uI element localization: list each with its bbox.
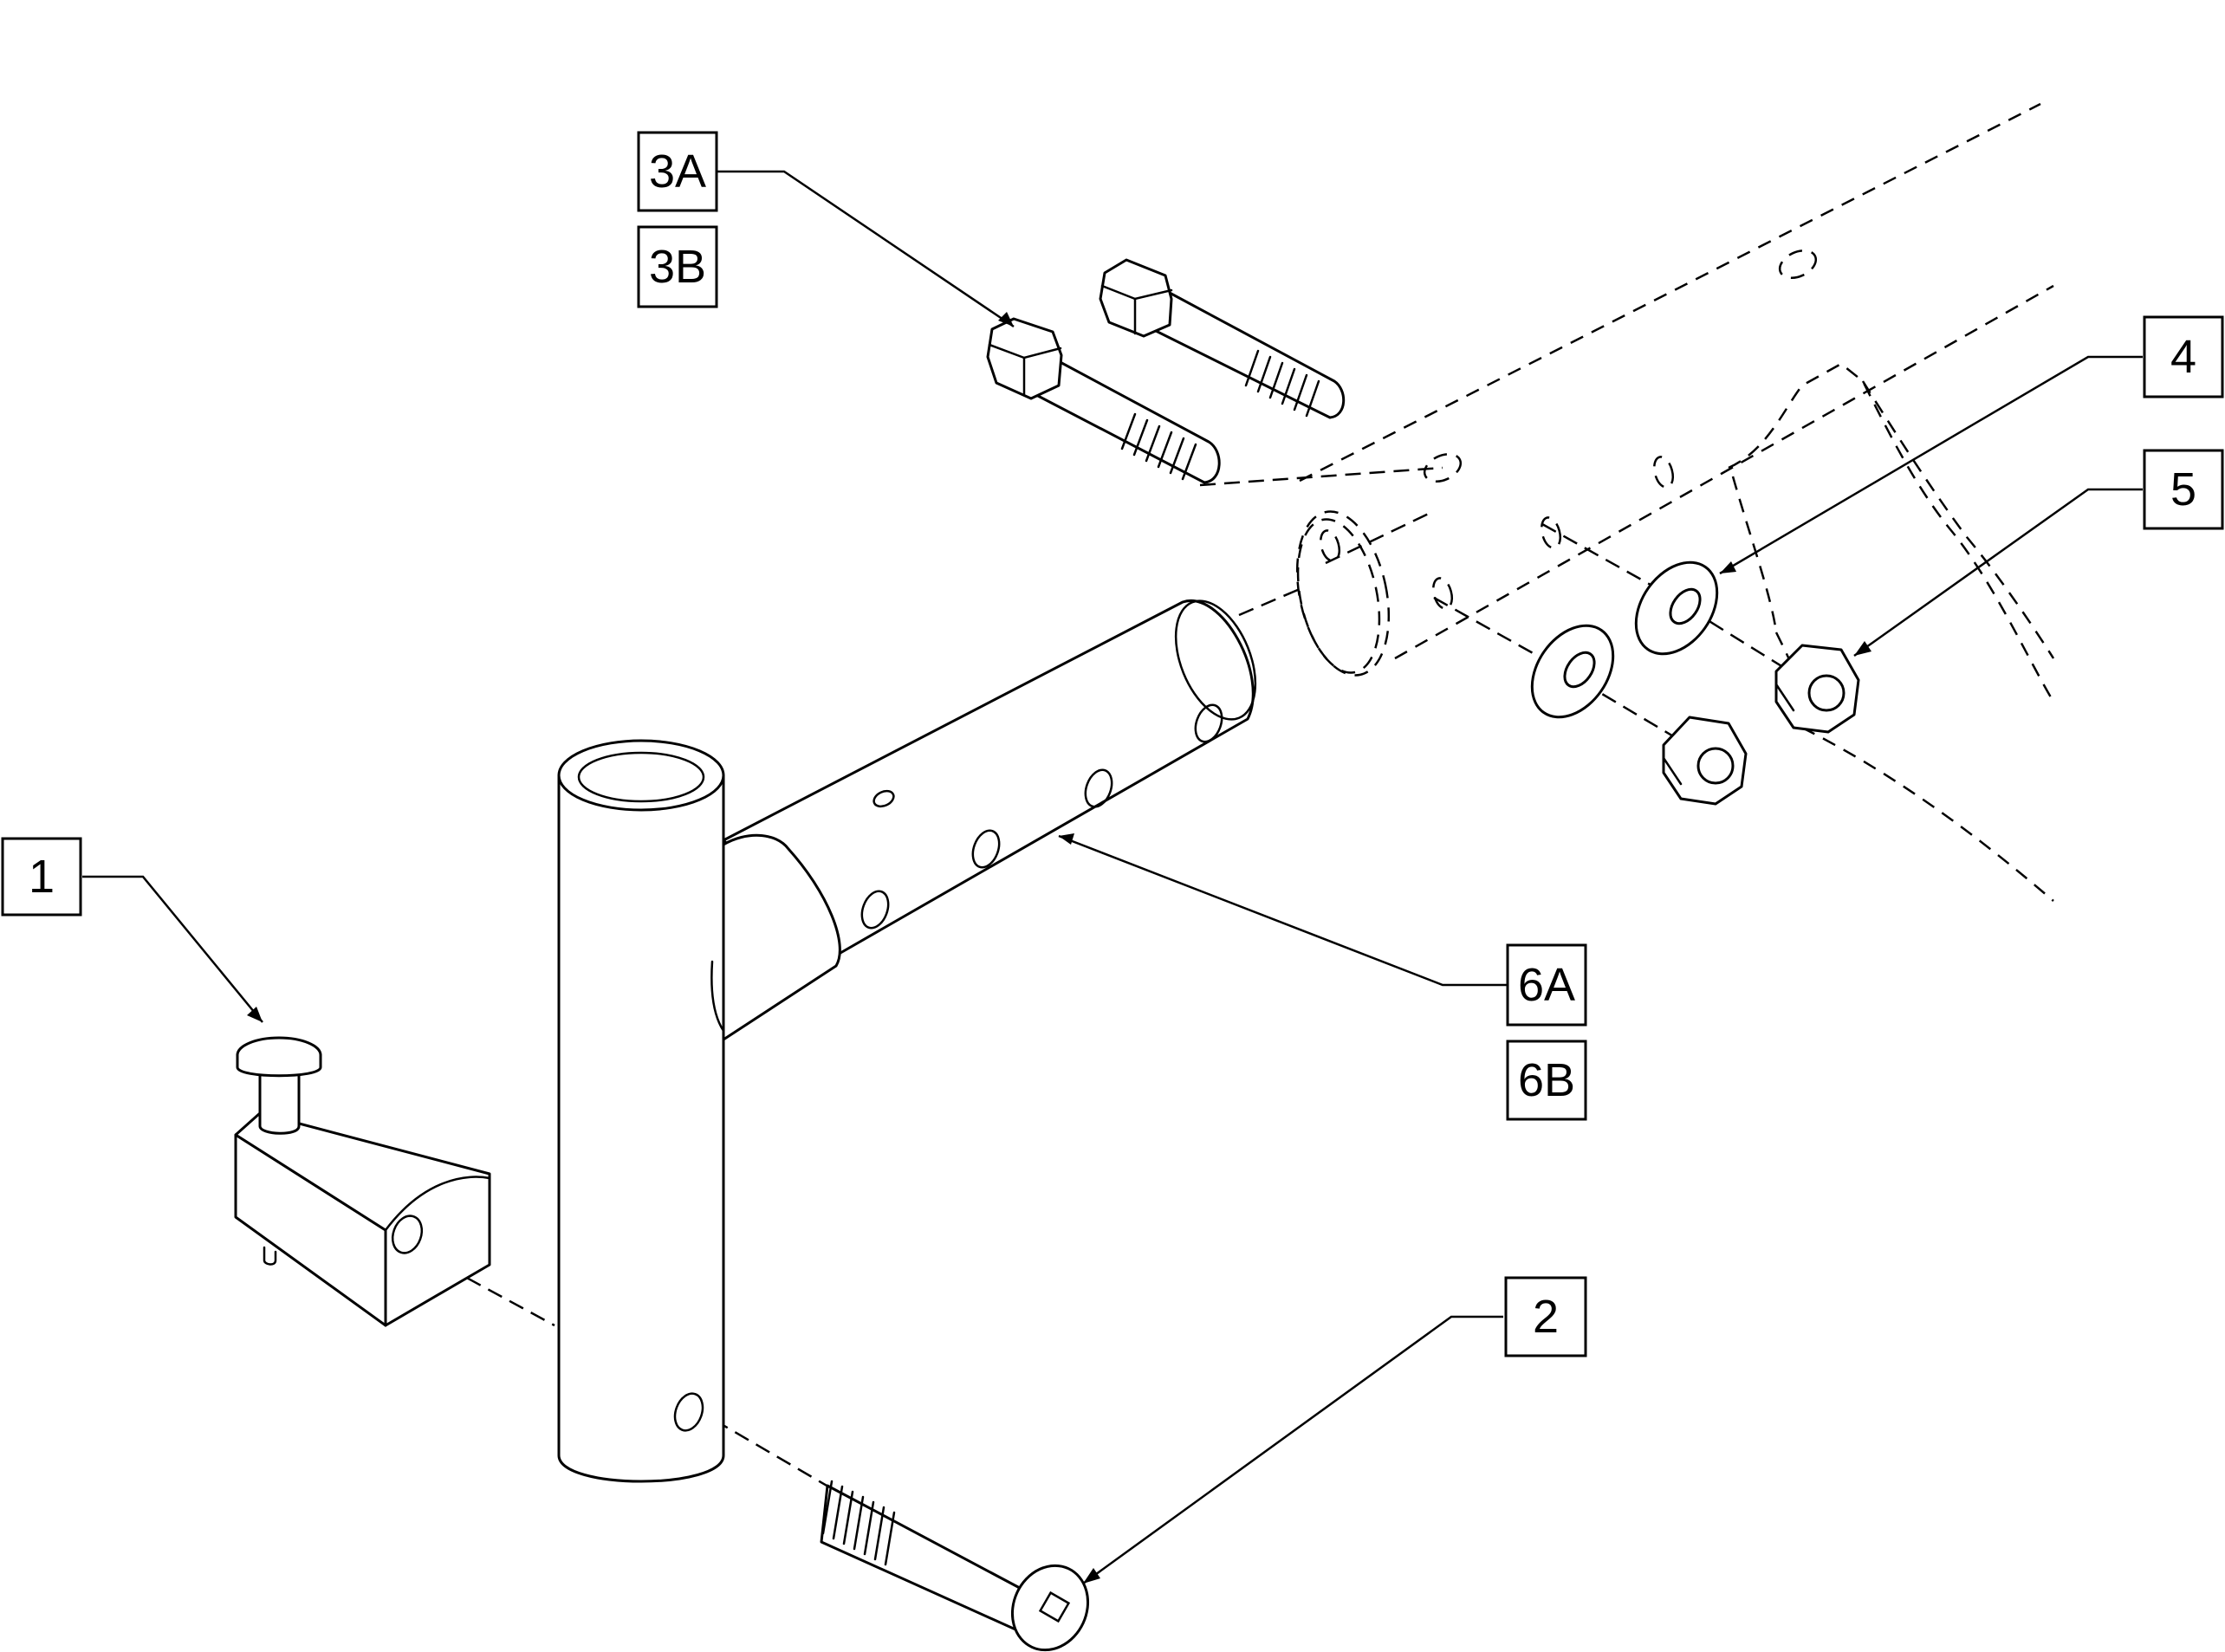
- callout-label: 6A: [1518, 959, 1575, 1011]
- callout-6a: 6A: [1506, 943, 1587, 1027]
- callout-label: 1: [29, 851, 55, 903]
- callout-5: 5: [2143, 449, 2224, 530]
- washer-upper: [1634, 560, 1719, 656]
- bolt-thread: [1244, 349, 1320, 418]
- callout-6b: 6B: [1506, 1040, 1587, 1121]
- callout-3b: 3B: [637, 225, 718, 308]
- callout-label: 3B: [649, 241, 706, 293]
- callout-2: 2: [1504, 1276, 1587, 1357]
- caster-housing: [557, 599, 1257, 1483]
- hex-nut-upper: [1774, 644, 1860, 734]
- callout-label: 5: [2170, 463, 2196, 515]
- callout-3a: 3A: [637, 131, 718, 212]
- callout-1: 1: [1, 837, 82, 917]
- callout-label: 2: [1533, 1291, 1559, 1343]
- callout-label: 4: [2170, 331, 2196, 383]
- callout-4: 4: [2143, 315, 2224, 398]
- leader-lines: [82, 170, 2143, 1585]
- adjustment-holes: [860, 703, 1223, 930]
- washer-lower: [1530, 624, 1615, 719]
- release-pin-bracket: [234, 1036, 491, 1327]
- hex-bolt-front: [986, 317, 1221, 484]
- screw-thread: [821, 1480, 896, 1566]
- hex-nut-lower: [1662, 716, 1748, 806]
- hex-bolt-rear: [1099, 258, 1346, 419]
- callout-label: 3A: [649, 146, 706, 198]
- callout-label: 6B: [1518, 1054, 1575, 1106]
- bolt-thread: [1120, 412, 1197, 481]
- button-head-screw: [820, 1480, 1090, 1652]
